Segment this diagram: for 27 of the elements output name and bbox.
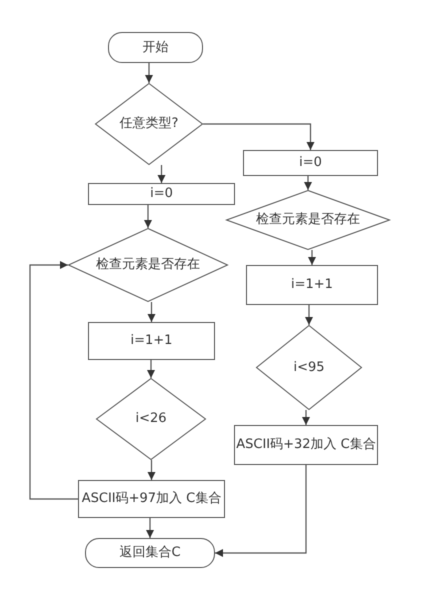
decision-diamond: i<26 bbox=[96, 378, 206, 460]
terminal-box: 返回集合C bbox=[85, 538, 215, 568]
arrow bbox=[148, 460, 156, 480]
arrow bbox=[304, 176, 312, 190]
arrow bbox=[146, 518, 154, 538]
process-box: i=0 bbox=[243, 150, 378, 176]
arrow bbox=[305, 305, 313, 325]
terminal-box: 开始 bbox=[108, 32, 203, 63]
decision-diamond: 检查元素是否存在 bbox=[68, 228, 228, 302]
arrow bbox=[302, 410, 310, 425]
arrow bbox=[215, 465, 307, 557]
process-box: ASCII码+32加入 C集合 bbox=[234, 425, 378, 465]
decision-diamond: 任意类型? bbox=[95, 83, 203, 165]
arrow bbox=[144, 205, 152, 228]
decision-diamond: 检查元素是否存在 bbox=[226, 190, 390, 250]
process-box: i=0 bbox=[88, 183, 235, 205]
arrow bbox=[147, 360, 155, 378]
arrow bbox=[148, 302, 156, 322]
arrow bbox=[308, 250, 316, 265]
process-box: i=1+1 bbox=[88, 322, 215, 360]
arrow bbox=[145, 63, 153, 83]
arrow bbox=[158, 165, 166, 183]
arrow bbox=[203, 123, 314, 150]
decision-diamond: i<95 bbox=[256, 325, 362, 410]
process-box: i=1+1 bbox=[246, 265, 378, 305]
arrow bbox=[29, 261, 78, 500]
process-box: ASCII码+97加入 C集合 bbox=[78, 480, 225, 518]
